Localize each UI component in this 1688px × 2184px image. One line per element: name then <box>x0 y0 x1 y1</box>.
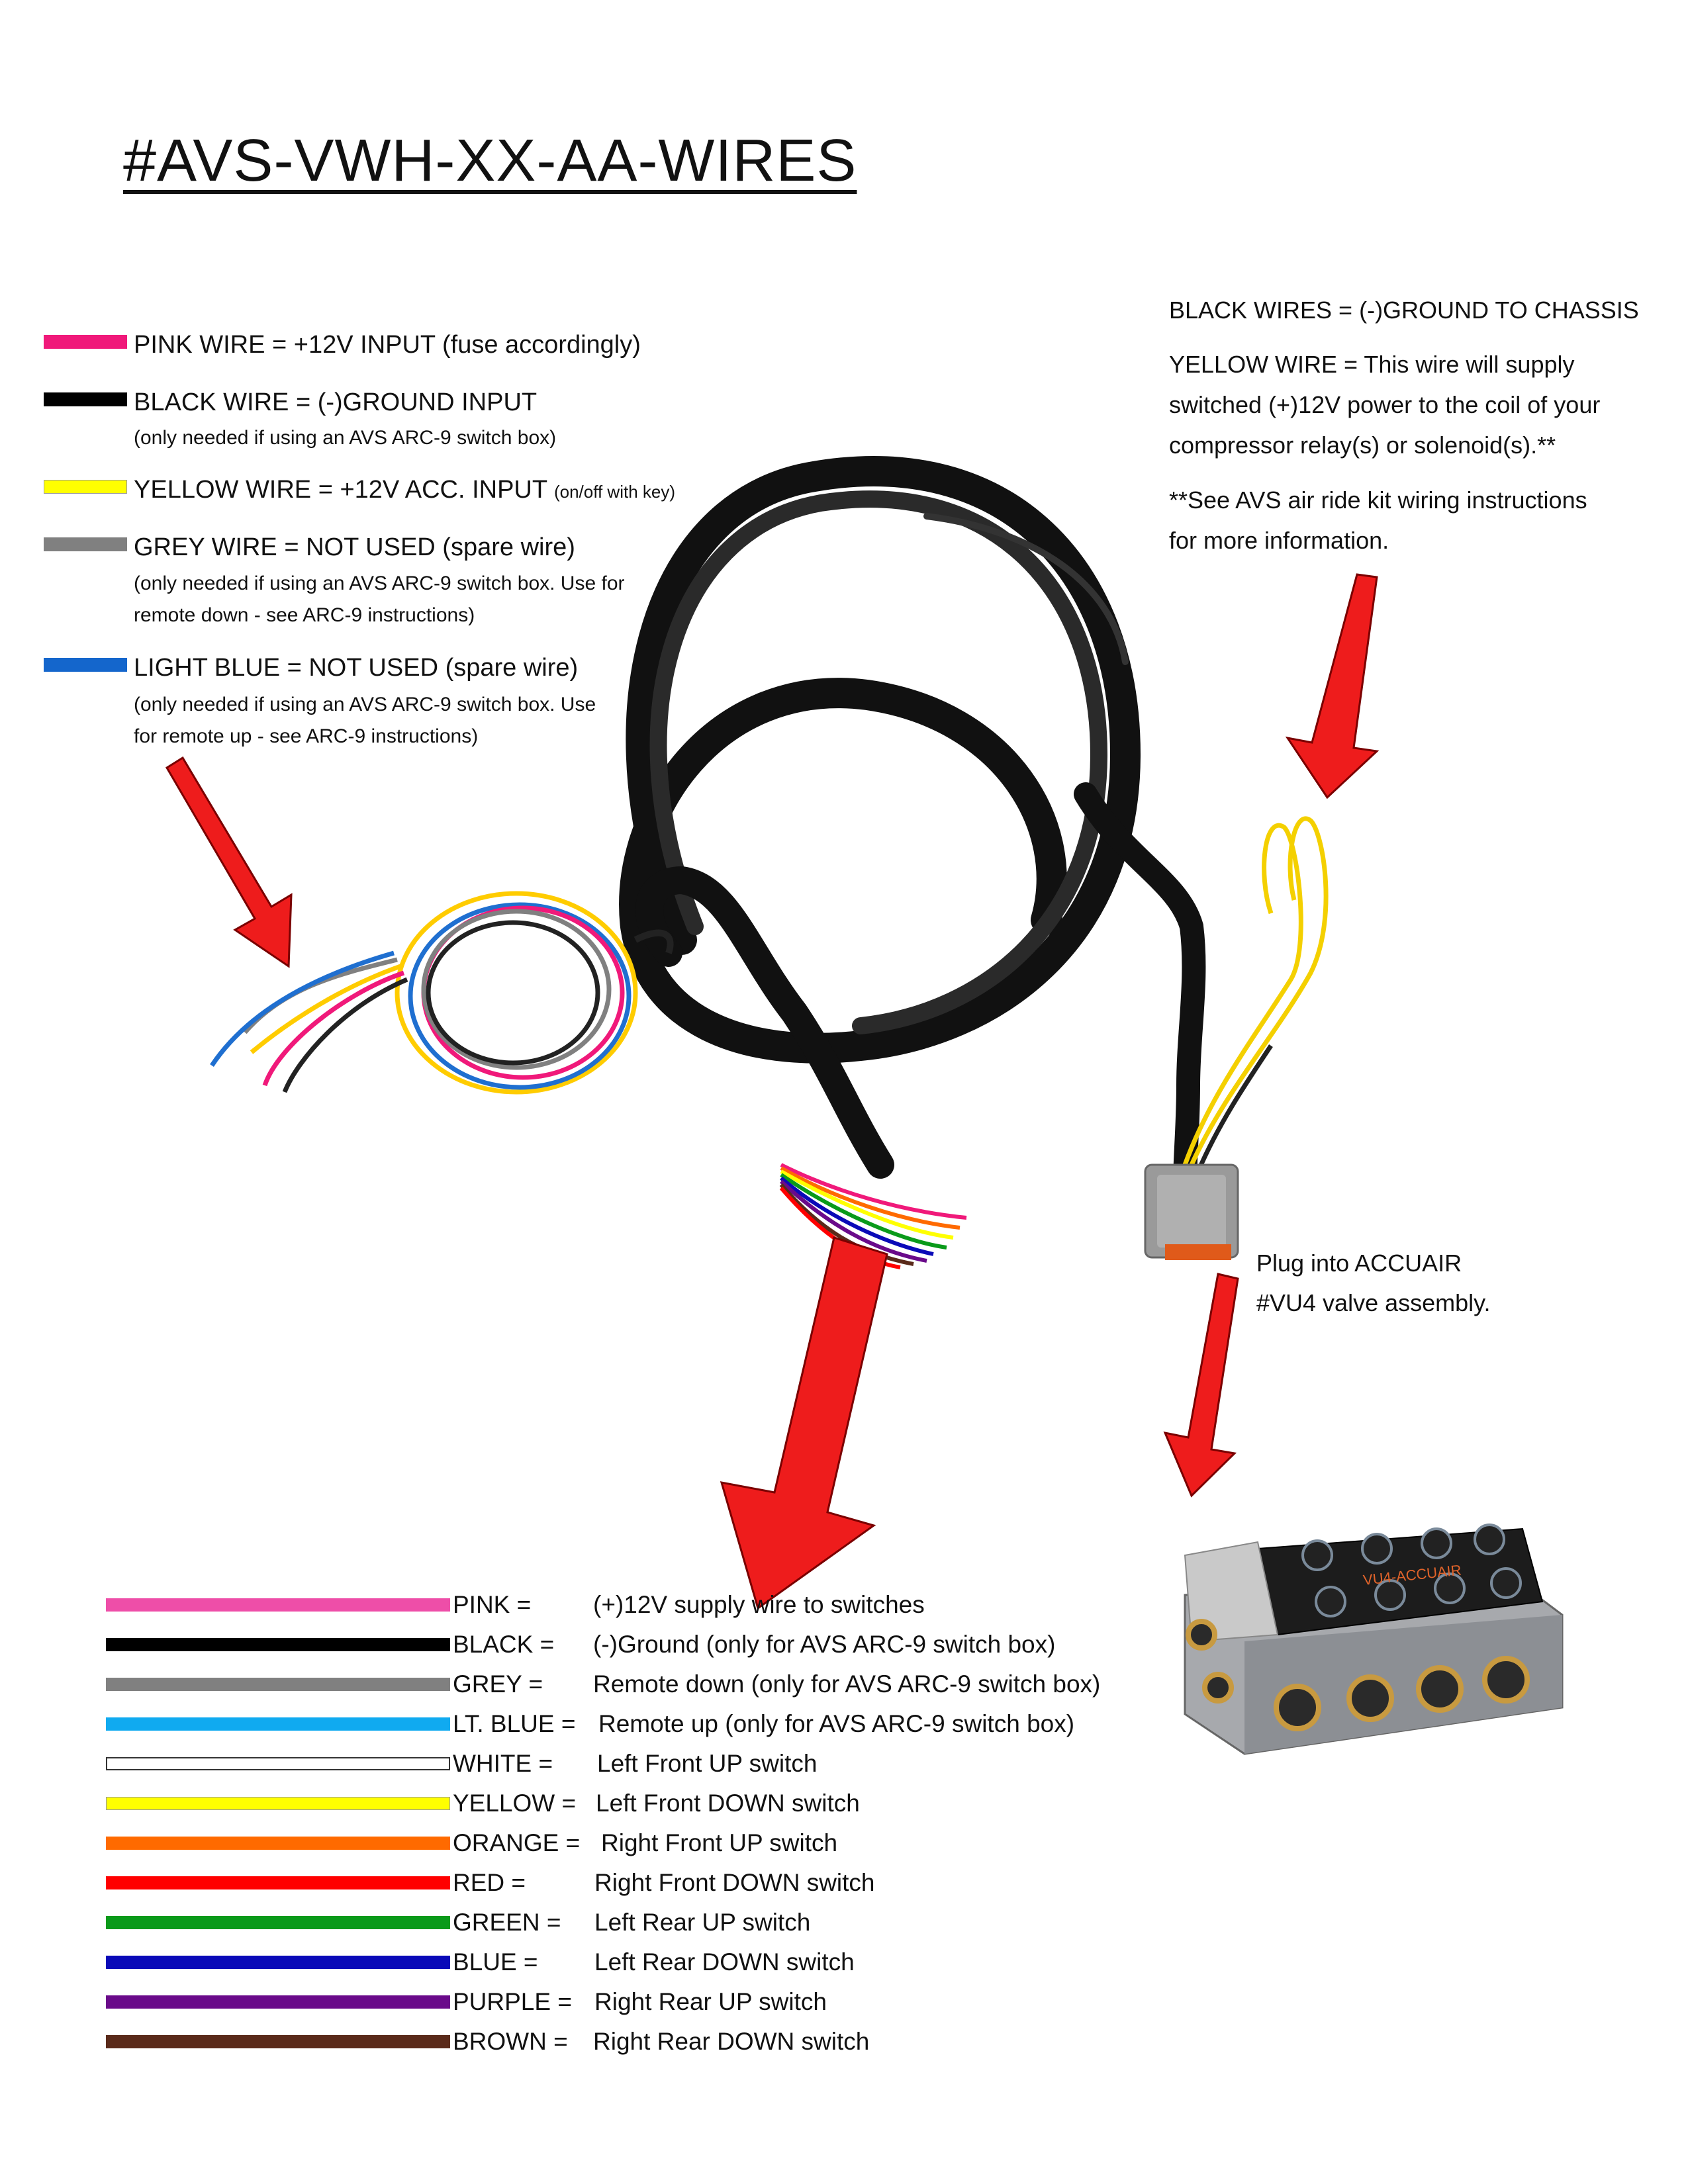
wire-desc-black: (-)Ground (only for AVS ARC-9 switch box… <box>593 1631 1056 1658</box>
legend-light-blue-note-1: (only needed if using an AVS ARC-9 switc… <box>134 694 596 715</box>
wire-swatch-white <box>106 1757 450 1770</box>
wire-desc-grey: Remote down (only for AVS ARC-9 switch b… <box>593 1670 1101 1698</box>
plug-note-1: Plug into ACCUAIR <box>1256 1250 1462 1277</box>
see-also-note-1: **See AVS air ride kit wiring instructio… <box>1169 486 1587 514</box>
harness-coil <box>619 456 1206 1197</box>
legend-swatch-pink <box>44 335 127 349</box>
wire-desc-brown: Right Rear DOWN switch <box>593 2028 870 2055</box>
wire-desc-pink: (+)12V supply wire to switches <box>593 1591 925 1618</box>
legend-grey-label: GREY WIRE = NOT USED (spare wire) <box>134 533 575 561</box>
legend-yellow-small: (on/off with key) <box>553 482 675 502</box>
wire-desc-light-blue: Remote up (only for AVS ARC-9 switch box… <box>598 1710 1075 1737</box>
legend-yellow: YELLOW WIRE = +12V ACC. INPUT (on/off wi… <box>134 476 675 504</box>
wire-desc-red: Right Front DOWN switch <box>594 1869 875 1896</box>
wire-name-yellow: YELLOW = <box>453 1790 577 1817</box>
legend-swatch-yellow <box>44 480 127 494</box>
wire-name-red: RED = <box>453 1869 526 1896</box>
yellow-wires-connector <box>1144 816 1329 1260</box>
wire-swatch-red <box>106 1876 450 1889</box>
wire-name-pink: PINK = <box>453 1591 532 1618</box>
black-wires-note: BLACK WIRES = (-)GROUND TO CHASSIS <box>1169 296 1639 324</box>
wire-desc-green: Left Rear UP switch <box>594 1909 811 1936</box>
wire-name-grey: GREY = <box>453 1670 543 1698</box>
wire-desc-yellow: Left Front DOWN switch <box>596 1790 860 1817</box>
legend-black-note: (only needed if using an AVS ARC-9 switc… <box>134 427 557 449</box>
wire-name-purple: PURPLE = <box>453 1988 572 2015</box>
wire-desc-orange: Right Front UP switch <box>601 1829 838 1856</box>
legend-grey-note-1: (only needed if using an AVS ARC-9 switc… <box>134 572 625 594</box>
legend-swatch-grey <box>44 537 127 551</box>
wire-swatch-pink <box>106 1598 450 1612</box>
wire-swatch-grey <box>106 1678 450 1691</box>
wire-desc-blue: Left Rear DOWN switch <box>594 1948 855 1976</box>
plug-note-2: #VU4 valve assembly. <box>1256 1289 1491 1316</box>
wire-swatch-black <box>106 1638 450 1651</box>
wire-swatch-purple <box>106 1995 450 2009</box>
yellow-wire-note-1: YELLOW WIRE = This wire will supply <box>1169 351 1575 378</box>
wire-swatch-light-blue <box>106 1717 450 1731</box>
arrow-left <box>165 756 293 968</box>
legend-black-label: BLACK WIRE = (-)GROUND INPUT <box>134 388 538 416</box>
legend-yellow-label: YELLOW WIRE = +12V ACC. INPUT <box>134 476 547 504</box>
wire-name-black: BLACK = <box>453 1631 555 1658</box>
arrow-right-top <box>1285 573 1380 799</box>
wire-name-white: WHITE = <box>453 1750 553 1777</box>
arrow-center <box>720 1236 888 1610</box>
wire-swatch-blue <box>106 1956 450 1969</box>
red-arrows <box>165 573 1380 1610</box>
legend-swatch-black <box>44 392 127 406</box>
wire-swatch-orange <box>106 1837 450 1850</box>
legend-pink-label: PINK WIRE = +12V INPUT (fuse accordingly… <box>134 331 641 359</box>
page-title: #AVS-VWH-XX-AA-WIRES <box>123 128 857 194</box>
arrow-right-bottom <box>1163 1273 1239 1498</box>
wire-desc-white: Left Front UP switch <box>597 1750 818 1777</box>
wire-swatch-green <box>106 1916 450 1929</box>
legend-light-blue-label: LIGHT BLUE = NOT USED (spare wire) <box>134 654 579 682</box>
valve-block: VU4-ACCUAIR <box>1184 1524 1564 1755</box>
wire-desc-purple: Right Rear UP switch <box>594 1988 827 2015</box>
legend-swatch-light-blue <box>44 658 127 672</box>
legend-grey-note-2: remote down - see ARC-9 instructions) <box>134 604 475 626</box>
legend-light-blue-note-2: for remote up - see ARC-9 instructions) <box>134 725 479 747</box>
wire-name-orange: ORANGE = <box>453 1829 581 1856</box>
wire-name-brown: BROWN = <box>453 2028 568 2055</box>
left-wire-coil <box>210 891 674 1095</box>
wire-name-blue: BLUE = <box>453 1948 538 1976</box>
yellow-wire-note-3: compressor relay(s) or solenoid(s).** <box>1169 432 1556 459</box>
wire-name-green: GREEN = <box>453 1909 561 1936</box>
see-also-note-2: for more information. <box>1169 527 1389 554</box>
yellow-wire-note-2: switched (+)12V power to the coil of you… <box>1169 391 1601 418</box>
wire-swatch-brown <box>106 2035 450 2048</box>
wire-name-light-blue: LT. BLUE = <box>453 1710 576 1737</box>
wire-swatch-yellow <box>106 1797 450 1810</box>
